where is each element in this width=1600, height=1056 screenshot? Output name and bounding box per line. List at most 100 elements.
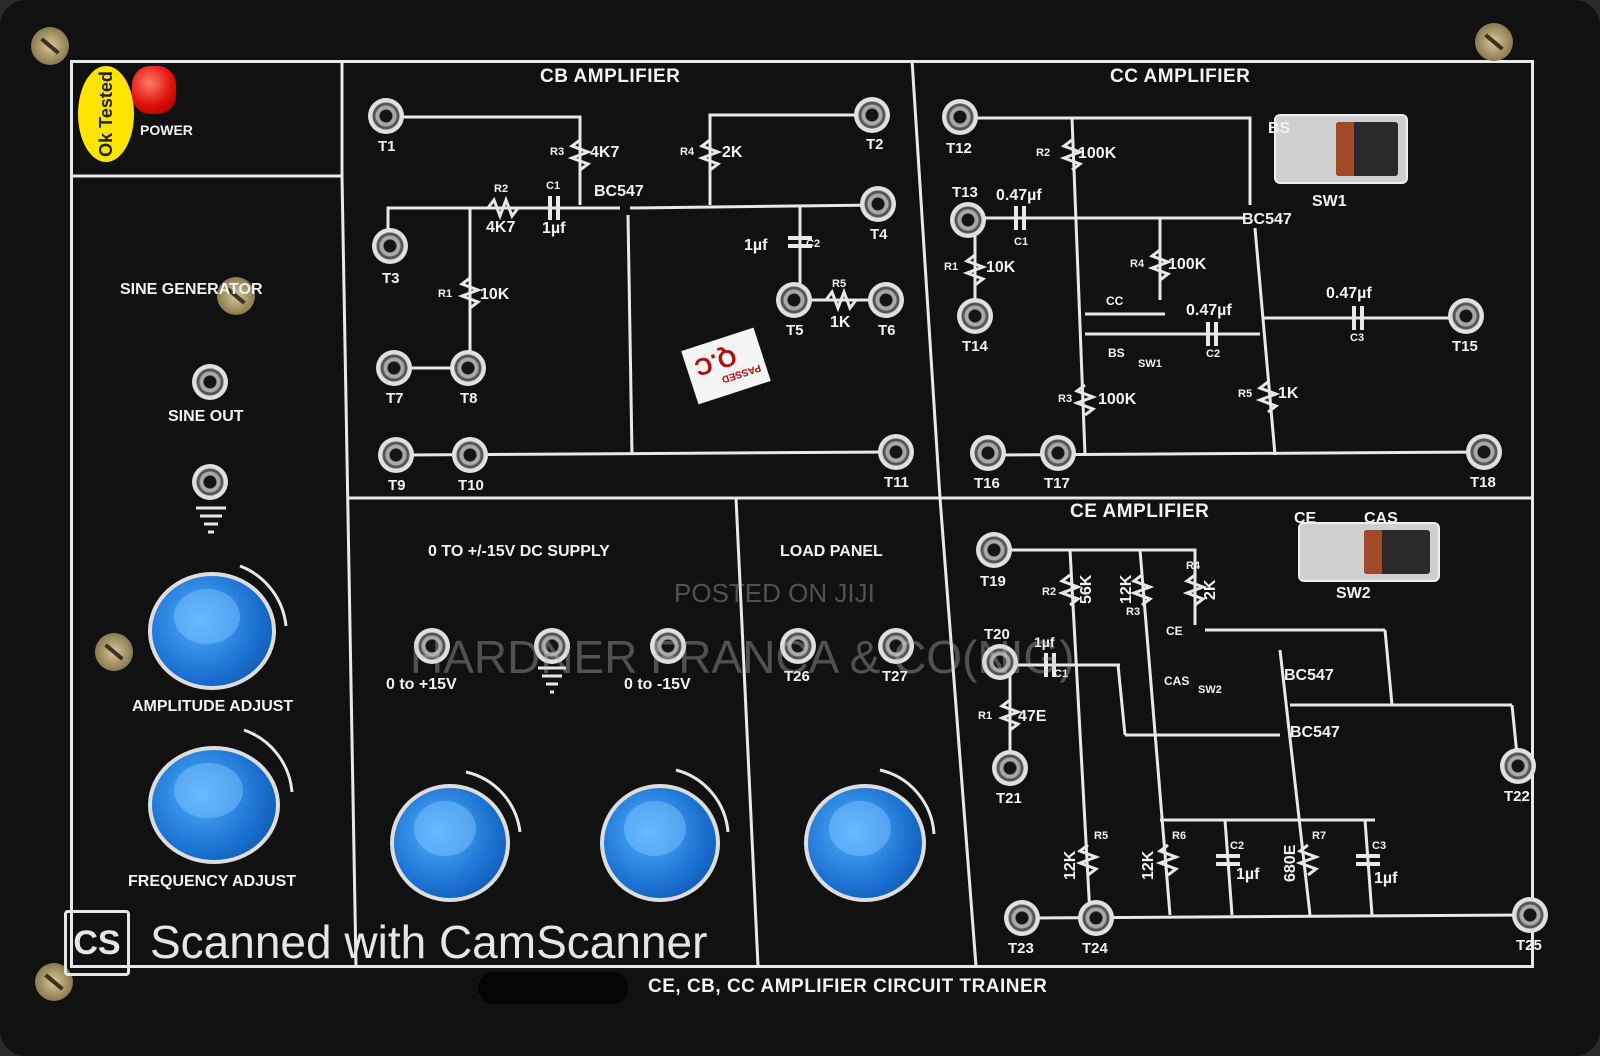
power-label: POWER [140,122,193,138]
component-value: 12K [1118,574,1135,604]
terminal-label: T10 [458,477,484,494]
sw2-slide-switch[interactable] [1298,522,1440,582]
terminal-t3[interactable] [372,228,408,264]
terminal-t4[interactable] [860,186,896,222]
terminal-label: T22 [1504,788,1530,805]
component-value: 1µf [1236,866,1260,883]
ce-transistor-1-label: BC547 [1284,667,1334,684]
component-label: R5 [1238,388,1253,400]
terminal-label: T8 [460,390,478,407]
component-value: 100K [1098,391,1137,408]
terminal-t26[interactable] [780,628,816,664]
screw-icon [95,633,133,671]
terminal-t7[interactable] [376,350,412,386]
terminal-t9[interactable] [378,437,414,473]
switch-position-label: CE [1166,624,1183,638]
terminal-t24[interactable] [1078,900,1114,936]
terminal-t20[interactable] [982,644,1018,680]
component-label: C1 [546,180,561,192]
frequency-knob[interactable] [148,746,280,864]
terminal-t22[interactable] [1500,748,1536,784]
component-value: 0.47µf [1326,285,1372,302]
terminal-label: T21 [996,790,1022,807]
terminal-t14[interactable] [957,298,993,334]
positive-supply-knob[interactable] [390,784,510,902]
component-label: R2 [494,183,509,195]
camscanner-watermark: Scanned with CamScanner [150,916,708,968]
dc-positive-terminal[interactable] [414,628,450,664]
amplitude-label: AMPLITUDE ADJUST [132,698,294,715]
terminal-t5[interactable] [776,282,812,318]
component-label: C3 [1350,332,1365,344]
terminal-t23[interactable] [1004,900,1040,936]
terminal-label: T20 [984,626,1010,643]
terminal-t15[interactable] [1448,298,1484,334]
component-value: 0.47µf [996,187,1042,204]
cc-amplifier-title: CC AMPLIFIER [1110,66,1251,87]
terminal-t17[interactable] [1040,435,1076,471]
terminal-label: T25 [1516,937,1542,954]
switch-label: SW1 [1138,358,1162,370]
amplitude-knob[interactable] [148,572,276,690]
negative-supply-knob[interactable] [600,784,720,902]
terminal-t13[interactable] [950,202,986,238]
terminal-t2[interactable] [854,97,890,133]
switch-label: SW2 [1198,684,1222,696]
terminal-label: T18 [1470,474,1496,491]
terminal-label: T7 [386,390,404,407]
dc-negative-terminal[interactable] [650,628,686,664]
sw1-slide-switch[interactable] [1274,114,1408,184]
terminal-t18[interactable] [1466,434,1502,470]
terminal-t12[interactable] [942,99,978,135]
terminal-t19[interactable] [976,532,1012,568]
terminal-label: T15 [1452,338,1478,355]
component-value: 4K7 [590,144,620,161]
terminal-label: T1 [378,138,396,155]
terminal-t6[interactable] [868,282,904,318]
component-value: 680E [1282,844,1299,882]
switch-label: SW2 [1336,585,1371,602]
terminal-t16[interactable] [970,435,1006,471]
terminal-label: T19 [980,573,1006,590]
switch-position-label: CC [1106,294,1124,308]
screw-icon [1475,23,1513,61]
component-value: 100K [1078,145,1117,162]
dc-positive-label: 0 to +15V [386,676,457,693]
component-label: R4 [1130,258,1145,270]
terminal-label: T26 [784,668,810,685]
posted-watermark: POSTED ON JIJI [674,578,875,608]
component-label: R1 [944,261,959,273]
terminal-t1[interactable] [368,98,404,134]
terminal-t25[interactable] [1512,897,1548,933]
terminal-label: T27 [882,668,908,685]
switch-position-label: BS [1108,346,1125,360]
sine-out-terminal[interactable] [192,364,228,400]
dc-ground-terminal[interactable] [534,628,570,664]
terminal-t27[interactable] [878,628,914,664]
component-label: R3 [1126,606,1141,618]
component-label: R3 [1058,393,1073,405]
trainer-title: CE, CB, CC AMPLIFIER CIRCUIT TRAINER [648,976,1048,997]
terminal-t10[interactable] [452,437,488,473]
component-value: 4K7 [486,219,516,236]
terminal-t21[interactable] [992,750,1028,786]
screw-icon [217,277,255,315]
dc-supply-title: 0 TO +/-15V DC SUPPLY [428,543,610,560]
component-value: 1µf [1034,634,1055,650]
terminal-t11[interactable] [878,434,914,470]
sine-ground-terminal[interactable] [192,464,228,500]
panel-border [70,60,1534,968]
terminal-label: T6 [878,322,896,339]
terminal-label: T23 [1008,940,1034,957]
component-value: 2K [1202,579,1219,600]
component-label: R5 [1094,830,1109,842]
component-value: 2K [722,144,743,161]
cb-amplifier-title: CB AMPLIFIER [540,66,681,87]
terminal-label: T17 [1044,475,1070,492]
component-label: R7 [1312,830,1327,842]
component-value: 10K [480,286,510,303]
cb-transistor-label: BC547 [594,183,644,200]
terminal-t8[interactable] [450,350,486,386]
load-knob[interactable] [804,784,926,902]
component-label: R5 [832,278,847,290]
